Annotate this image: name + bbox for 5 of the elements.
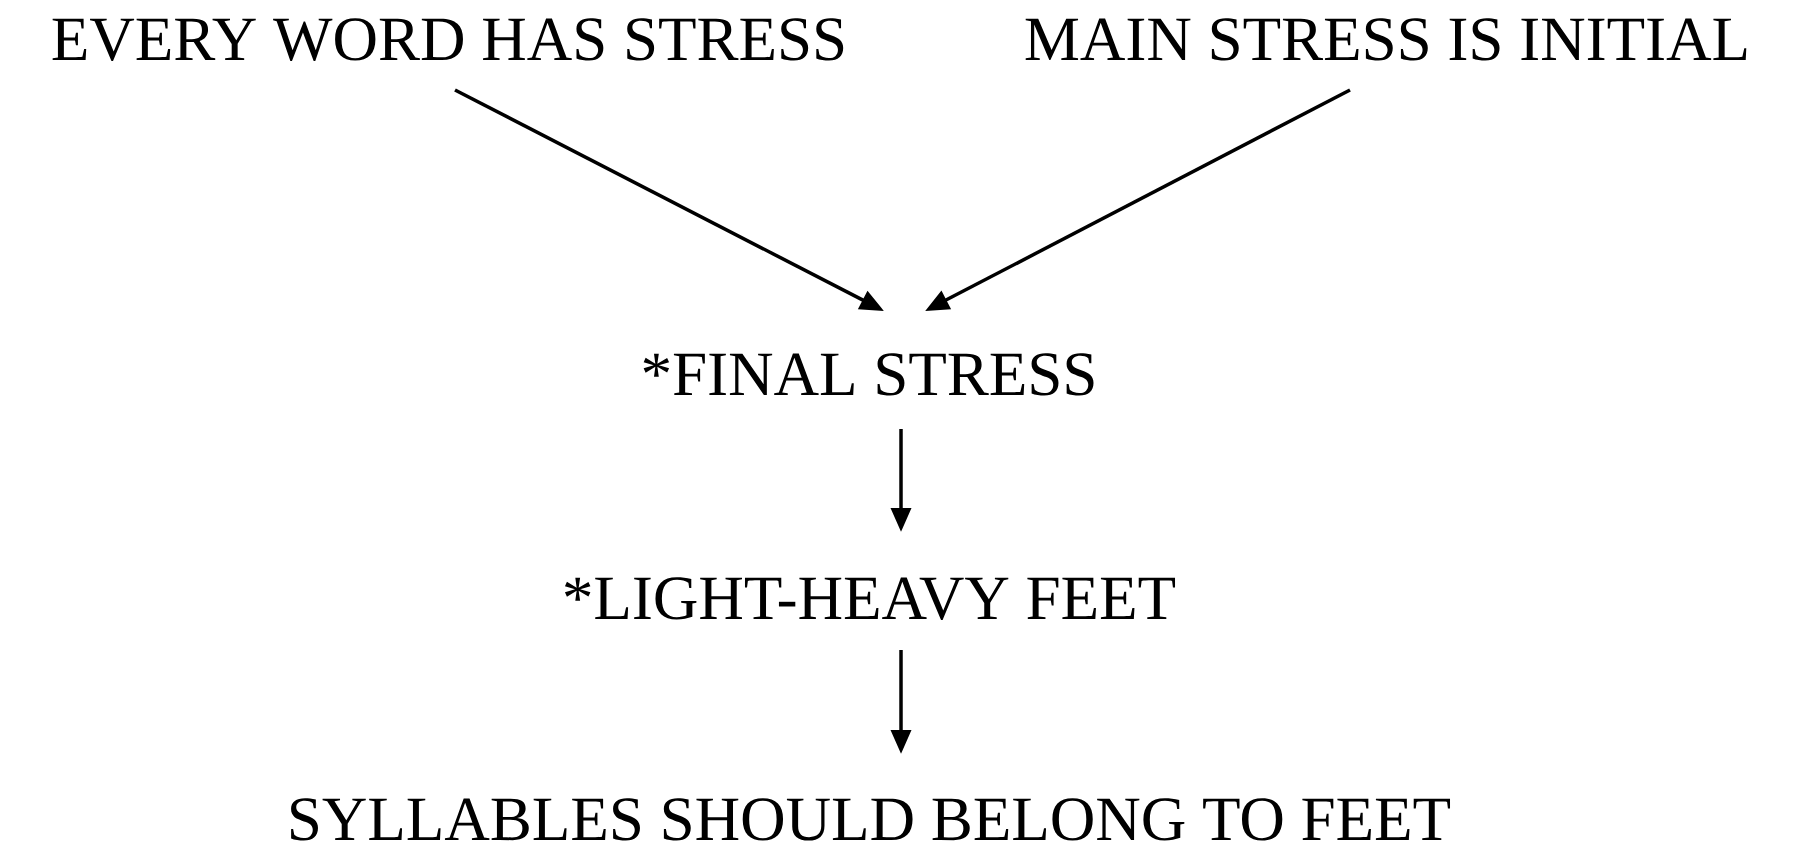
statement-text: *LIGHT-HEAVY FEET	[564, 577, 1175, 620]
statement-text: *FINAL STRESS	[643, 353, 1094, 396]
statement-text: MAIN STRESS IS INITIAL	[1025, 18, 1747, 61]
statement-text: EVERY WORD HAS STRESS	[52, 18, 844, 61]
statement-text: SYLLABLES SHOULD BELONG TO FEET	[291, 798, 1450, 841]
